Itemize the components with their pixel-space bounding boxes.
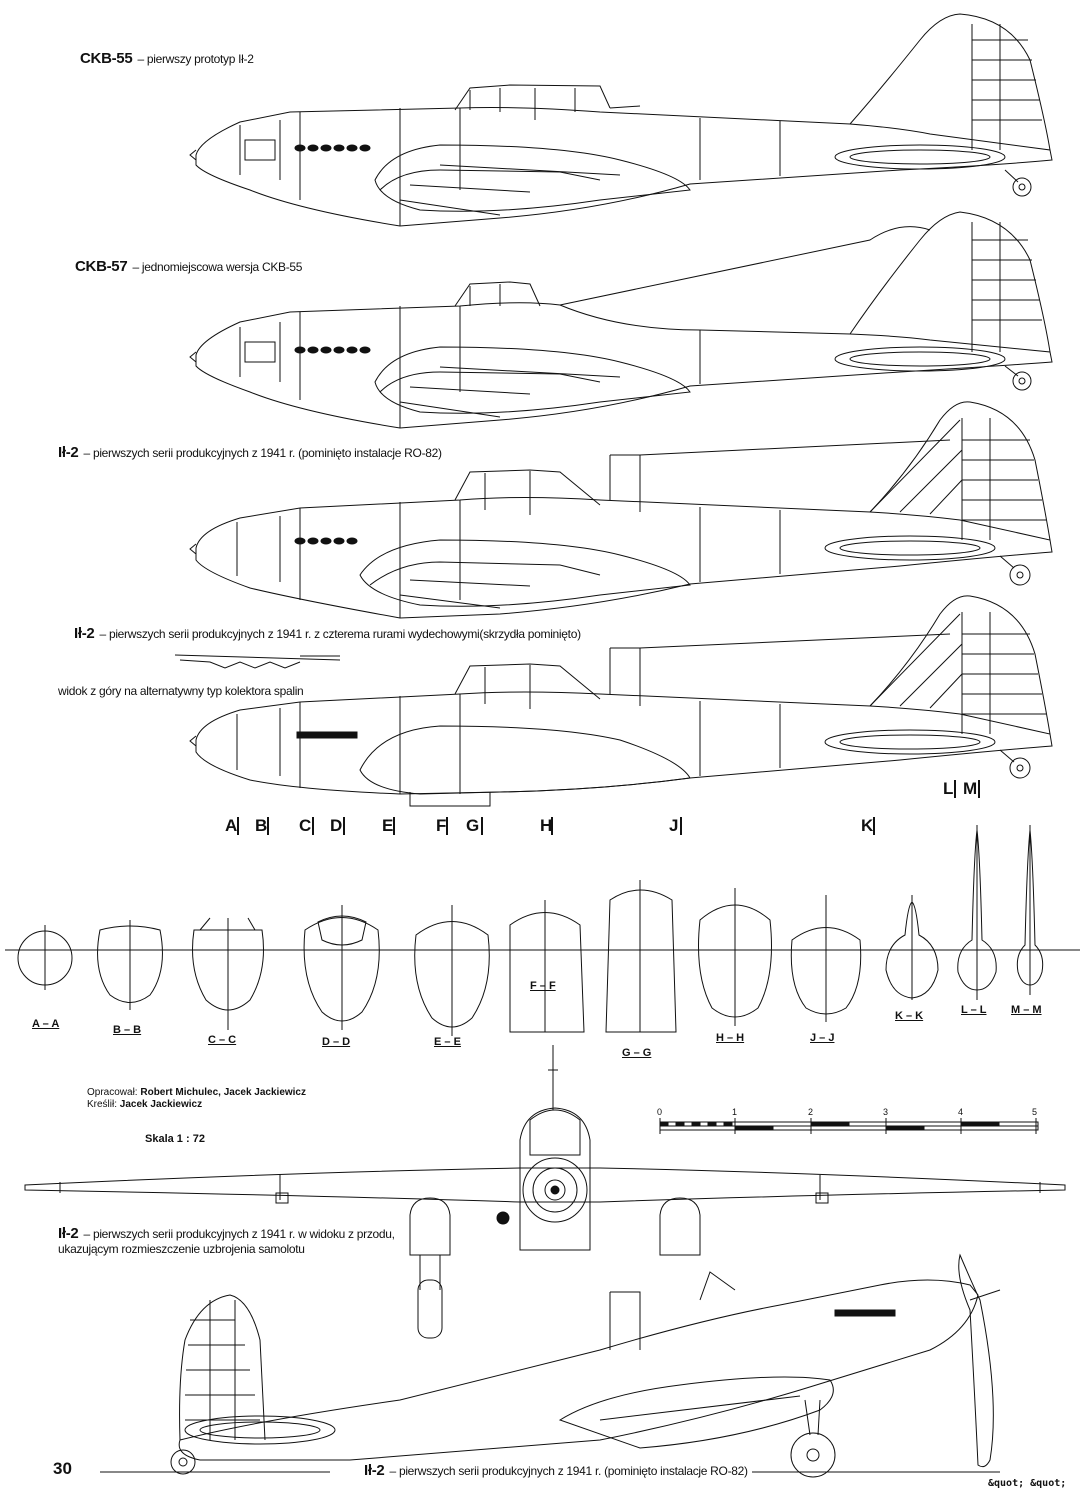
station-letter: H [540, 816, 553, 835]
station-letter: A [225, 816, 238, 835]
scale-tick: 4 [958, 1107, 964, 1117]
station-letter: D [330, 816, 343, 835]
scale-tick: 0 [657, 1107, 663, 1117]
section-label: B – B [113, 1024, 142, 1036]
page-number: 30 [53, 1459, 72, 1478]
station-ticks [237, 780, 980, 835]
station-letter: K [861, 816, 874, 835]
caption-front-line2: ukazującym rozmieszczenie uzbrojenia sam… [58, 1242, 305, 1256]
caption-ckb55: CKB-55 – pierwszy prototyp Ił-2 [80, 50, 254, 67]
section-label: K – K [895, 1010, 924, 1022]
section-label: A – A [32, 1018, 60, 1030]
caption-bottom-text: – pierwszych serii produkcyjnych z 1941 … [389, 1464, 749, 1478]
caption-il2-b: Ił-2 – pierwszych serii produkcyjnych z … [74, 625, 581, 642]
caption-il2-a-model: Ił-2 [58, 444, 79, 461]
footer-mark: &quot; &quot; [988, 1478, 1067, 1489]
exhaust-collector-sketch [174, 654, 341, 669]
caption-il2-b-text: – pierwszych serii produkcyjnych z 1941 … [99, 627, 582, 641]
caption-ckb57-model: CKB-57 [75, 258, 128, 275]
station-letter: M [963, 779, 978, 798]
section-label: L – L [961, 1004, 987, 1016]
station-letter: L [943, 779, 954, 798]
scale-bar [659, 1118, 1039, 1134]
section-label: F – F [530, 980, 556, 992]
caption-il2-a-text: – pierwszych serii produkcyjnych z 1941 … [83, 446, 443, 460]
caption-il2-b-model: Ił-2 [74, 625, 95, 642]
exhaust-note: widok z góry na alternatywny typ kolekto… [58, 684, 304, 698]
scale-tick: 2 [808, 1107, 814, 1117]
station-letter: B [255, 816, 268, 835]
caption-front-line1: – pierwszych serii produkcyjnych z 1941 … [83, 1227, 395, 1241]
station-letter: F [436, 816, 447, 835]
prepared-by: Robert Michulec, Jacek Jackiewicz [140, 1087, 306, 1098]
side-view-il2-bottom [100, 1253, 1001, 1478]
side-view-il2-b [189, 595, 1053, 807]
scale-tick: 3 [883, 1107, 889, 1117]
drawn-by: Jacek Jackiewicz [119, 1099, 203, 1110]
side-view-ckb55 [189, 13, 1053, 227]
station-letter: E [382, 816, 394, 835]
front-view-il2 [24, 1045, 1066, 1339]
caption-ckb55-text: – pierwszy prototyp Ił-2 [137, 52, 254, 66]
side-view-ckb57 [189, 211, 1053, 429]
side-view-il2-a [189, 401, 1053, 619]
caption-il2-a: Ił-2 – pierwszych serii produkcyjnych z … [58, 444, 442, 461]
station-letter: C [299, 816, 312, 835]
caption-bottom: Ił-2 – pierwszych serii produkcyjnych z … [360, 1462, 752, 1479]
scale-label: Skala 1 : 72 [145, 1133, 205, 1145]
drawn-label: Kreślił: [87, 1099, 118, 1110]
caption-front: Ił-2 – pierwszych serii produkcyjnych z … [58, 1226, 395, 1257]
caption-ckb57-text: – jednomiejscowa wersja CKB-55 [132, 260, 303, 274]
caption-ckb55-model: CKB-55 [80, 50, 133, 67]
section-label: J – J [810, 1032, 835, 1044]
scale-tick: 5 [1032, 1107, 1038, 1117]
caption-bottom-model: Ił-2 [364, 1462, 385, 1479]
section-label: H – H [716, 1032, 745, 1044]
caption-ckb57: CKB-57 – jednomiejscowa wersja CKB-55 [75, 258, 302, 275]
section-label: G – G [622, 1047, 652, 1059]
section-label: M – M [1011, 1004, 1042, 1016]
section-label: C – C [208, 1034, 237, 1046]
section-label: D – D [322, 1036, 351, 1048]
station-letter: G [466, 816, 480, 835]
caption-front-model: Ił-2 [58, 1225, 79, 1242]
credits: Opracował: Robert Michulec, Jacek Jackie… [87, 1087, 306, 1111]
cross-sections [5, 825, 1080, 1036]
scale-tick: 1 [732, 1107, 738, 1117]
section-label: E – E [434, 1036, 461, 1048]
station-letter: J [669, 816, 679, 835]
prepared-label: Opracował: [87, 1087, 138, 1098]
